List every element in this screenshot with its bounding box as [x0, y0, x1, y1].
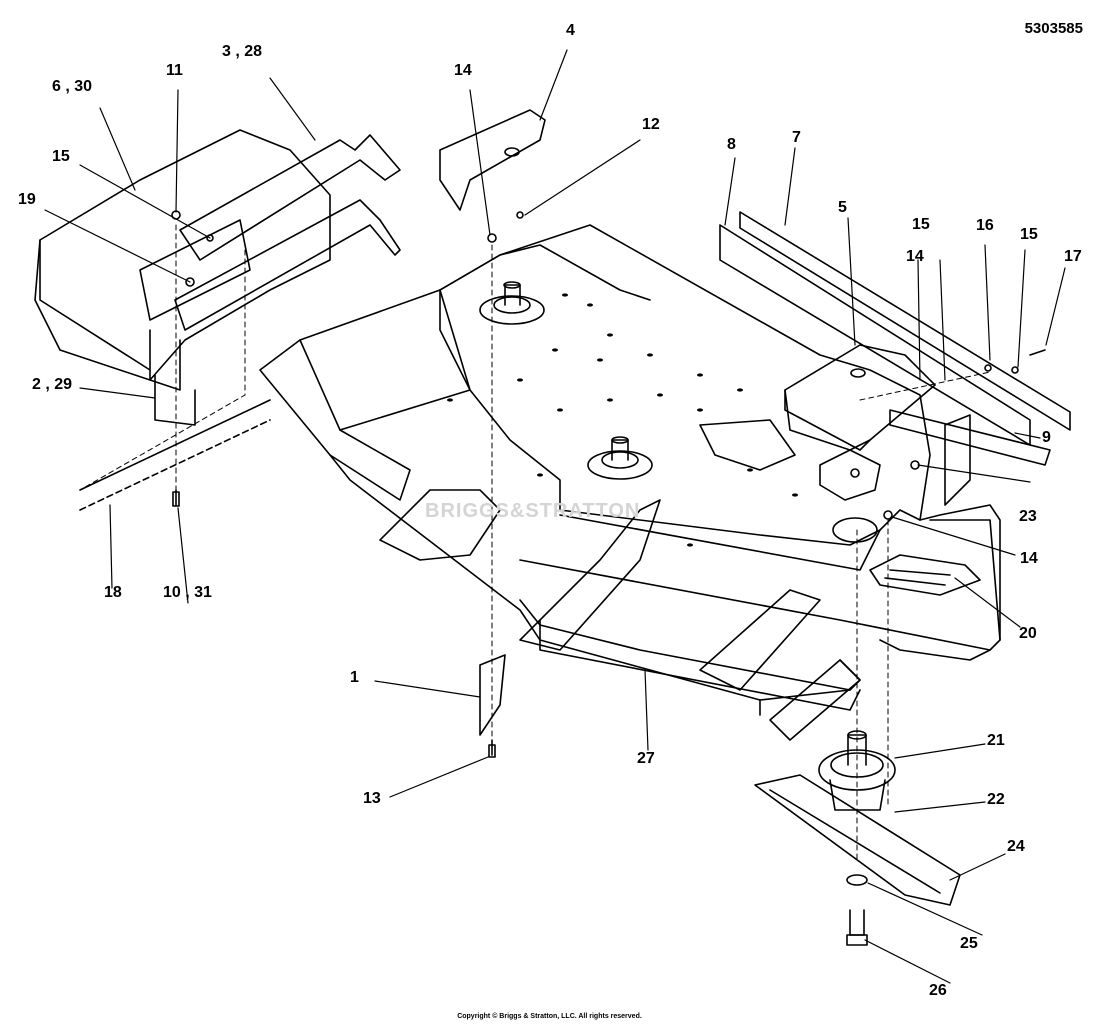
callout-10-31: 10 , 31 — [163, 584, 212, 601]
callout-27: 27 — [637, 750, 655, 767]
callout-11: 11 — [166, 62, 183, 79]
callout-1: 1 — [350, 669, 359, 686]
foot-pad — [869, 554, 981, 596]
leader-lines — [44, 49, 1066, 984]
callout-20: 20 — [1019, 625, 1037, 642]
callout-15-right: 15 — [1020, 226, 1038, 243]
idler-bracket — [439, 109, 546, 211]
callout-15-mid: 15 — [912, 216, 930, 233]
callout-2-29: 2 , 29 — [32, 376, 73, 393]
callout-5: 5 — [838, 199, 847, 216]
callout-13: 13 — [363, 790, 381, 807]
callout-18: 18 — [104, 584, 122, 601]
callout-21: 21 — [987, 732, 1005, 749]
deck-housing — [259, 224, 1001, 716]
belt-cover — [784, 344, 936, 451]
callout-25: 25 — [960, 935, 978, 952]
deck-spindle-center — [587, 436, 653, 480]
callout-14-lower: 14 — [1020, 550, 1038, 567]
blade-washer — [846, 874, 868, 886]
callout-4: 4 — [566, 22, 575, 39]
mower-blade — [754, 774, 961, 906]
callout-7: 7 — [792, 129, 801, 146]
callout-9: 9 — [1042, 429, 1051, 446]
diagram-number: 5303585 — [1024, 20, 1083, 37]
deck-plate-holes — [447, 293, 798, 547]
callout-23: 23 — [1019, 508, 1037, 525]
callout-6-30: 6 , 30 — [52, 78, 93, 95]
callout-22: 22 — [987, 791, 1005, 808]
callout-17: 17 — [1064, 248, 1082, 265]
callout-12: 12 — [642, 116, 660, 133]
callout-15-left: 15 — [52, 148, 70, 165]
callout-16: 16 — [976, 217, 994, 234]
right-side-bracket — [889, 409, 1051, 506]
callout-24: 24 — [1007, 838, 1025, 855]
deck-spindle-right-mount — [819, 449, 881, 543]
fasteners — [171, 210, 1046, 758]
callout-26: 26 — [929, 982, 947, 999]
chute-bracket-lower — [154, 374, 196, 426]
blade-bolt — [846, 909, 868, 946]
callout-8: 8 — [727, 136, 736, 153]
callout-3-28: 3 , 28 — [222, 43, 263, 60]
spindle-assembly — [818, 730, 896, 811]
callout-14-right: 14 — [906, 248, 924, 265]
front-hanger-brackets — [379, 489, 861, 741]
callout-14-top: 14 — [454, 62, 472, 79]
watermark-logo: BRIGGS&STRATTON — [425, 500, 641, 522]
callout-19: 19 — [18, 191, 36, 208]
deck-spindle-left — [479, 281, 545, 325]
chute-rod — [79, 399, 271, 511]
copyright-notice: Copyright © Briggs & Stratton, LLC. All … — [457, 1013, 642, 1020]
front-plate — [479, 654, 506, 736]
chute-arm-bracket — [174, 134, 401, 331]
